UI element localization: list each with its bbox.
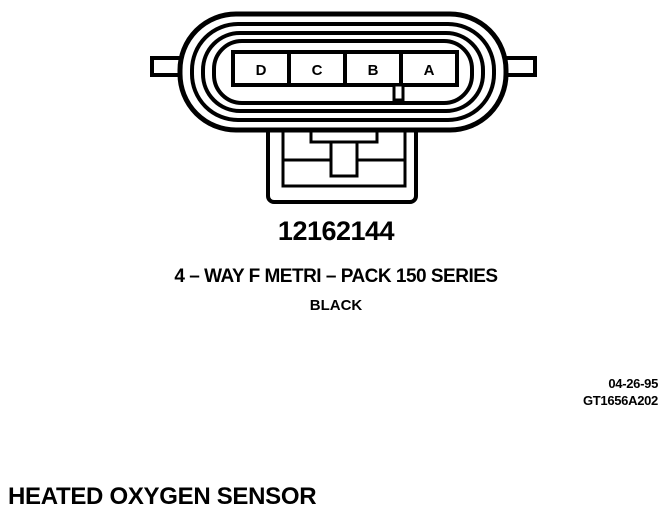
pin-label-b: B (368, 62, 379, 79)
part-number: 12162144 (277, 216, 395, 246)
component-name: HEATED OXYGEN SENSOR (8, 483, 317, 510)
connector-color: BLACK (309, 297, 363, 314)
pin-cavity-strip: D C B A (231, 50, 459, 102)
pin-label-d: D (256, 62, 267, 79)
date-code: 04-26-95 (608, 376, 658, 391)
pin-label-a: A (424, 62, 435, 79)
connector-description: 4 – WAY F METRI – PACK 150 SERIES (174, 266, 498, 287)
pin-label-c: C (312, 62, 323, 79)
drawing-id: GT1656A202 (582, 393, 658, 408)
connector-latch (266, 124, 418, 204)
polarizing-key (392, 83, 405, 102)
